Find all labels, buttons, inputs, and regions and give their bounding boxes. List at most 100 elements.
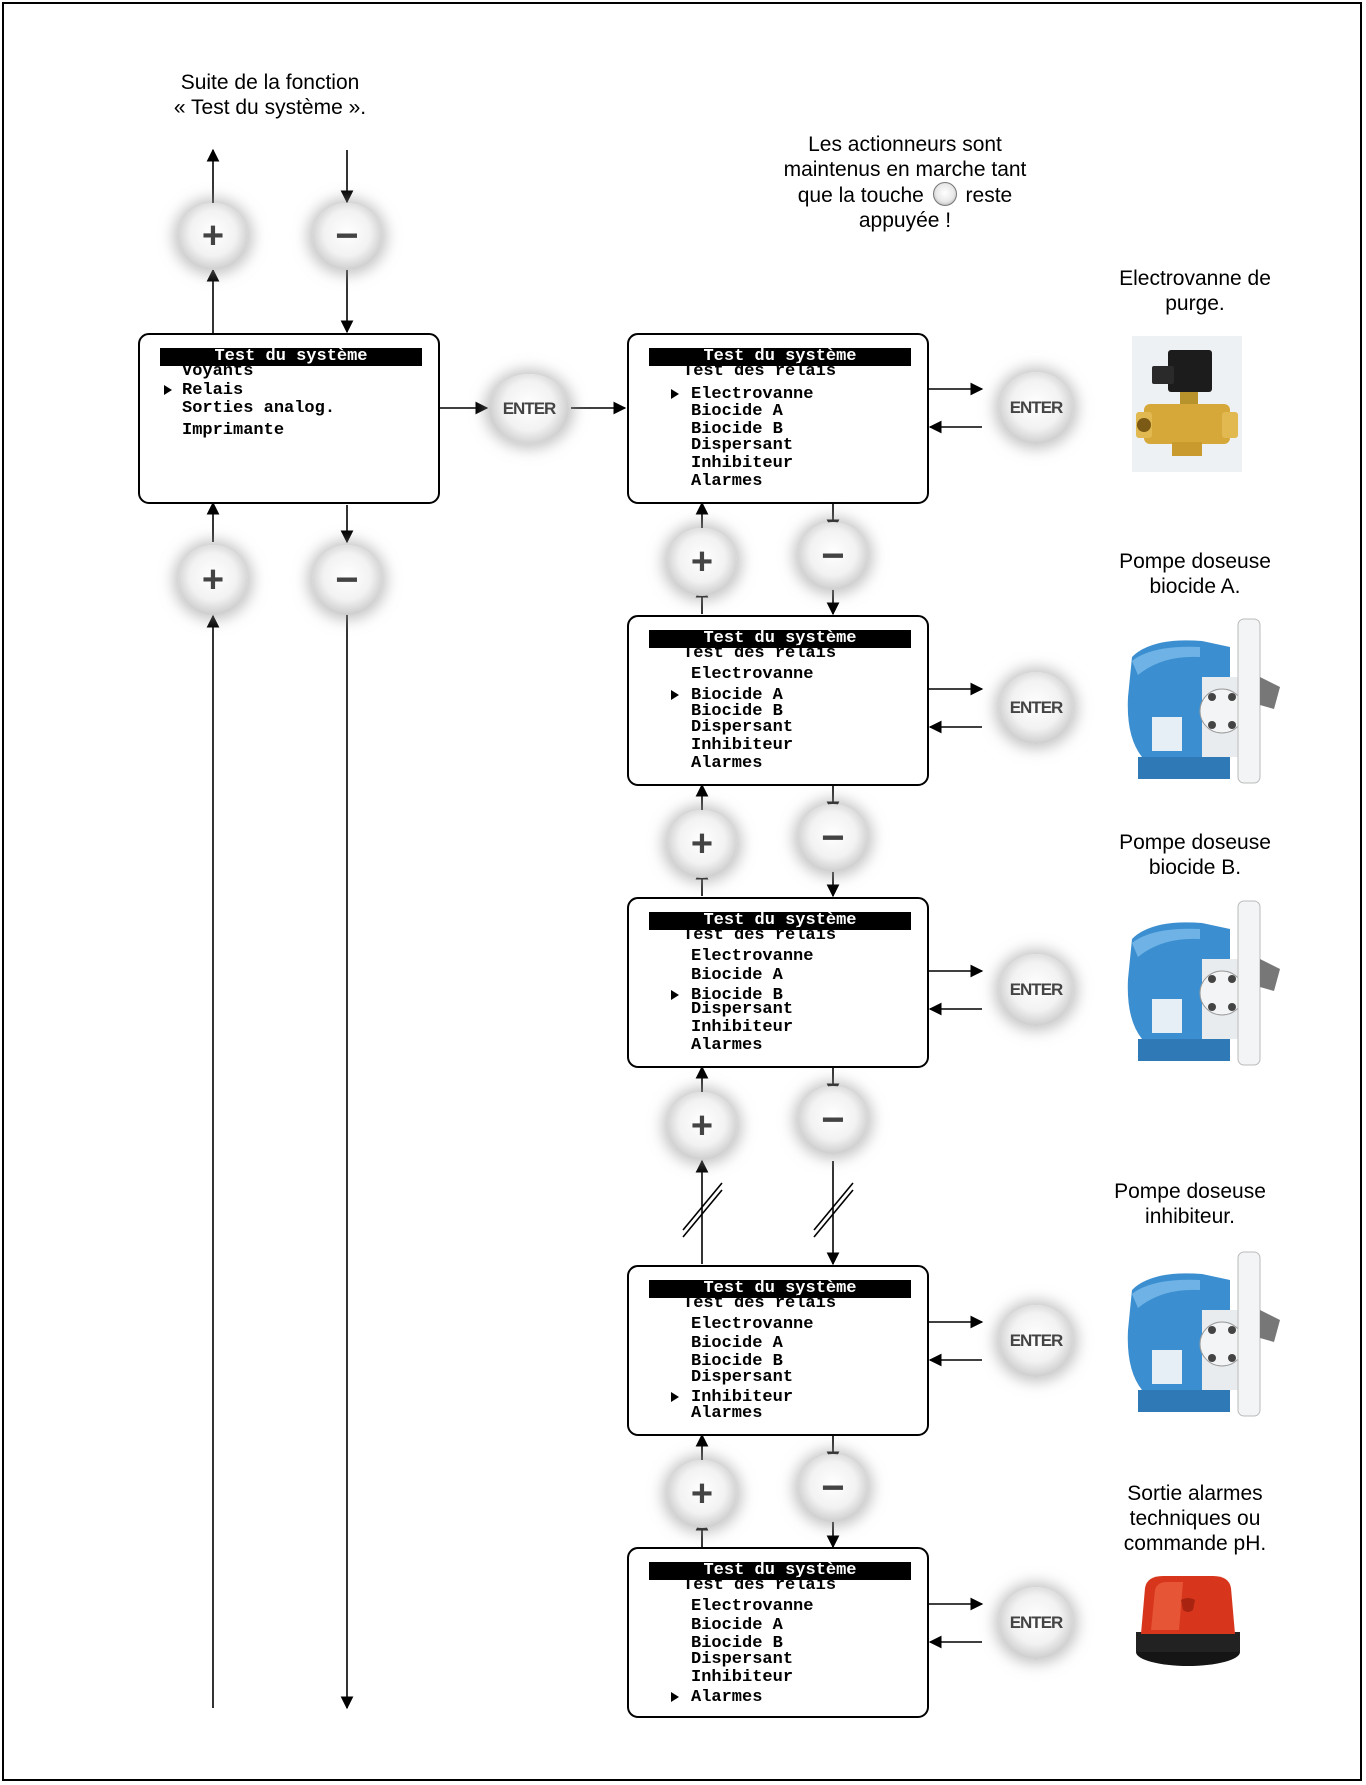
device-label-line: Pompe doseuse <box>1114 1180 1266 1203</box>
relay-item[interactable]: Dispersant <box>691 1000 794 1019</box>
relay-item-selected[interactable]: Alarmes <box>691 1688 763 1707</box>
relay-item[interactable]: Biocide A <box>691 402 783 421</box>
device-label-line: Pompe doseuse <box>1119 550 1271 573</box>
minus-icon: − <box>335 557 359 602</box>
menu-item[interactable]: Voyants <box>182 362 254 381</box>
plus-button[interactable]: + <box>178 545 248 615</box>
device-label-line: Electrovanne de <box>1119 267 1271 290</box>
relay-item[interactable]: Biocide A <box>691 1334 783 1353</box>
relay-item[interactable]: Biocide B <box>691 420 783 439</box>
device-label-pump-b: Pompe doseuse biocide B. <box>1090 830 1300 880</box>
relay-item[interactable]: Dispersant <box>691 1650 794 1669</box>
relay-item[interactable]: Biocide B <box>691 702 783 721</box>
menu-item[interactable]: Imprimante <box>182 421 285 440</box>
relay-item[interactable]: Alarmes <box>691 472 763 491</box>
minus-button[interactable]: − <box>312 203 382 270</box>
minus-button[interactable]: − <box>312 545 382 615</box>
relay-item[interactable]: Electrovanne <box>691 1315 814 1334</box>
minus-icon: − <box>821 533 845 578</box>
device-label-line: purge. <box>1165 292 1225 315</box>
relay-item-selected[interactable]: Electrovanne <box>691 385 814 404</box>
relay-item[interactable]: Biocide B <box>691 1352 783 1371</box>
menu-item[interactable]: Sorties analog. <box>182 399 336 418</box>
minus-icon: − <box>821 1097 845 1142</box>
relay-item[interactable]: Biocide B <box>691 1634 783 1653</box>
relay-item[interactable]: Inhibiteur <box>691 1668 794 1687</box>
plus-button[interactable]: + <box>667 1092 737 1160</box>
relay-item-selected[interactable]: Inhibiteur <box>691 1388 794 1407</box>
device-label-pump-a: Pompe doseuse biocide A. <box>1090 549 1300 599</box>
plus-button[interactable]: + <box>667 528 737 596</box>
actuators-note-text: que la touche <box>797 184 924 207</box>
relay-item[interactable]: Inhibiteur <box>691 736 794 755</box>
relay-item[interactable]: Electrovanne <box>691 947 814 966</box>
relay-item[interactable]: Alarmes <box>691 754 763 773</box>
enter-label: ENTER <box>1009 980 1064 999</box>
plus-icon: + <box>201 215 225 257</box>
relay-item[interactable]: Biocide A <box>691 1616 783 1635</box>
enter-key-icon <box>932 182 957 206</box>
device-label-line: biocide A. <box>1149 575 1241 598</box>
relay-item[interactable]: Electrovanne <box>691 665 814 684</box>
plus-icon: + <box>690 540 714 583</box>
screen-title: Test du système <box>649 912 911 930</box>
enter-button[interactable]: ENTER <box>999 1305 1073 1377</box>
relay-item[interactable]: Biocide A <box>691 966 783 985</box>
relay-item[interactable]: Inhibiteur <box>691 454 794 473</box>
actuators-note-line: maintenus en marche tant <box>783 158 1027 181</box>
minus-icon: − <box>821 1465 845 1510</box>
selection-cursor-icon <box>671 690 679 700</box>
relay-item[interactable]: Dispersant <box>691 1368 794 1387</box>
device-label-line: biocide B. <box>1148 856 1242 879</box>
relay-item[interactable]: Dispersant <box>691 436 794 455</box>
enter-button[interactable]: ENTER <box>999 372 1073 444</box>
menu-item-selected[interactable]: Relais <box>182 381 244 400</box>
continuation-note-line: « Test du système ». <box>173 96 367 119</box>
plus-button[interactable]: + <box>178 203 248 270</box>
alarm-beacon-image <box>1136 1576 1240 1666</box>
minus-button[interactable]: − <box>798 1086 868 1154</box>
enter-button[interactable]: ENTER <box>489 374 569 444</box>
actuators-note-line: Les actionneurs sont <box>808 133 1002 156</box>
enter-label: ENTER <box>1009 1331 1064 1350</box>
enter-label: ENTER <box>1009 1613 1064 1632</box>
minus-icon: − <box>821 815 845 860</box>
minus-button[interactable]: − <box>798 804 868 872</box>
continuation-note: Suite de la fonction « Test du système »… <box>115 70 425 120</box>
device-label-alarm: Sortie alarmes techniques ou commande pH… <box>1085 1481 1305 1556</box>
relay-item[interactable]: Inhibiteur <box>691 1018 794 1037</box>
dosing-pump-biocide-b-image <box>1127 900 1280 1066</box>
screen-title: Test du système <box>649 630 911 648</box>
relay-item[interactable]: Electrovanne <box>691 1597 814 1616</box>
plus-button[interactable]: + <box>667 1460 737 1528</box>
relay-item[interactable]: Alarmes <box>691 1036 763 1055</box>
minus-button[interactable]: − <box>798 1454 868 1522</box>
relay-item[interactable]: Dispersant <box>691 718 794 737</box>
dosing-pump-inhibitor-image <box>1127 1251 1280 1417</box>
screen-title: Test du système <box>160 348 422 366</box>
plus-icon: + <box>690 822 714 865</box>
minus-button[interactable]: − <box>798 522 868 590</box>
relay-item-selected[interactable]: Biocide A <box>691 686 783 705</box>
device-label-line: Pompe doseuse <box>1119 831 1271 854</box>
enter-button[interactable]: ENTER <box>999 672 1073 744</box>
minus-icon: − <box>335 214 359 258</box>
device-label-line: inhibiteur. <box>1145 1205 1235 1228</box>
device-label-line: techniques ou <box>1129 1507 1261 1530</box>
relay-item[interactable]: Alarmes <box>691 1404 763 1423</box>
relay-item-selected[interactable]: Biocide B <box>691 986 783 1005</box>
screen-subtitle: Test des relais <box>683 1576 837 1595</box>
main-menu-screen: Test du système Voyants Relais Sorties a… <box>138 333 440 504</box>
screen-title: Test du système <box>649 1280 911 1298</box>
enter-button[interactable]: ENTER <box>999 1587 1073 1659</box>
enter-label: ENTER <box>502 399 557 418</box>
plus-button[interactable]: + <box>667 810 737 878</box>
actuators-note-text: reste <box>965 184 1013 207</box>
enter-button[interactable]: ENTER <box>999 954 1073 1026</box>
actuators-note: Les actionneurs sont maintenus en marche… <box>740 132 1070 233</box>
